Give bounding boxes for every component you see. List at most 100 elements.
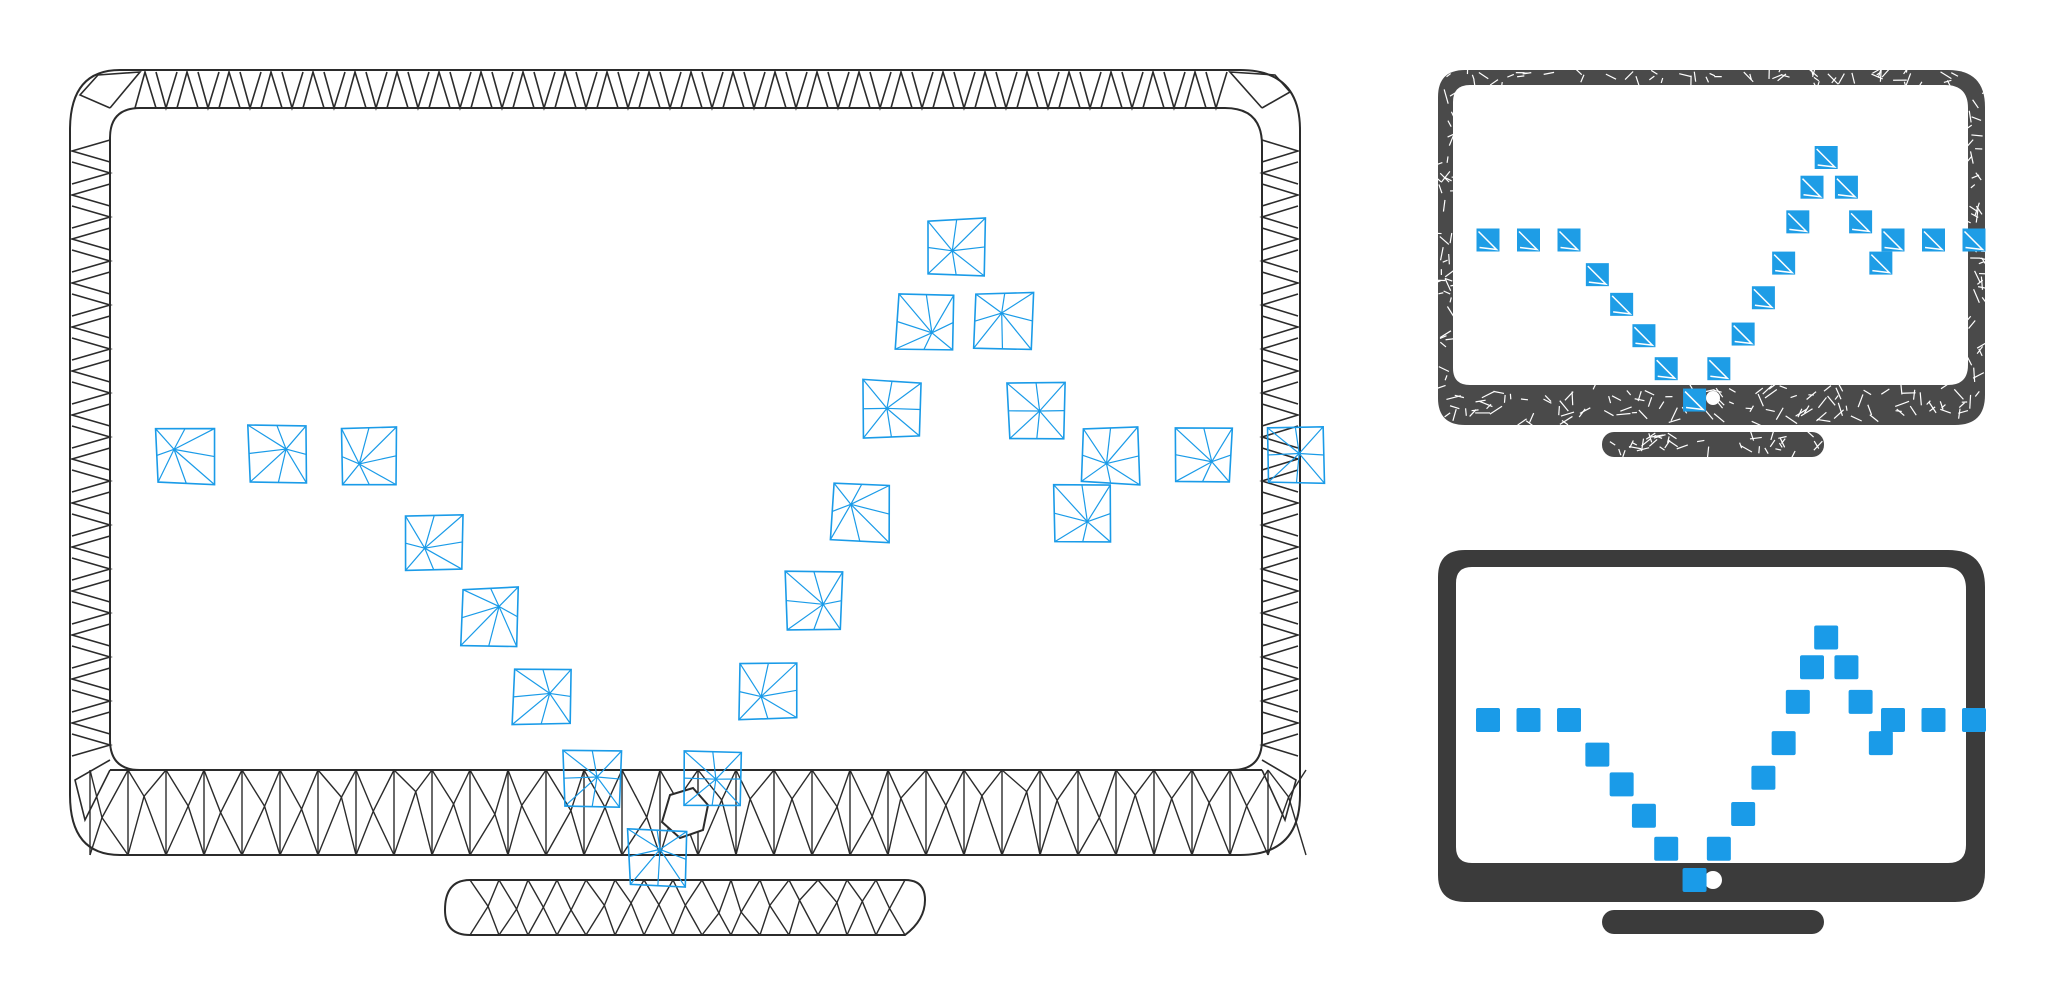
mesh-edge bbox=[621, 769, 648, 818]
pulse-dot bbox=[1266, 425, 1326, 485]
pulse-dot bbox=[154, 427, 216, 486]
mosaic-crack bbox=[1659, 446, 1665, 451]
mesh-edge bbox=[487, 906, 500, 936]
mesh-edge bbox=[730, 879, 742, 913]
mesh-edge bbox=[1163, 71, 1186, 111]
mesh-edge bbox=[187, 769, 205, 807]
mosaic-crack bbox=[1817, 397, 1827, 409]
mosaic-crack bbox=[1670, 407, 1678, 422]
mesh-edge bbox=[836, 879, 848, 903]
mesh-stand-triangulation bbox=[469, 879, 906, 936]
mosaic-crack bbox=[1975, 172, 1982, 181]
mesh-edge bbox=[721, 769, 737, 801]
mosaic-crack bbox=[1981, 297, 1989, 305]
mosaic-crack bbox=[1696, 439, 1705, 443]
mesh-edge bbox=[521, 769, 547, 806]
mosaic-crack bbox=[1660, 77, 1664, 84]
mosaic-crack bbox=[1439, 341, 1447, 348]
mosaic-crack bbox=[1813, 82, 1818, 90]
mosaic-crack bbox=[1481, 390, 1495, 399]
pulse-dot bbox=[1772, 251, 1796, 275]
mesh-edge bbox=[415, 769, 433, 793]
mesh-edge bbox=[658, 879, 674, 905]
mesh-edge bbox=[1259, 513, 1299, 537]
mesh-edge bbox=[1261, 359, 1301, 383]
mesh-edge bbox=[340, 769, 357, 798]
mesh-edge bbox=[1229, 805, 1248, 856]
pulse-dot bbox=[1922, 228, 1945, 252]
mesh-edge bbox=[1205, 71, 1228, 111]
mosaic-crack bbox=[1900, 384, 1903, 395]
mosaic-crack bbox=[1909, 405, 1917, 416]
mosaic-stand-cracks bbox=[1609, 427, 1823, 460]
mesh-edge bbox=[995, 71, 1018, 111]
pulse-dot bbox=[1786, 210, 1810, 234]
mosaic-crack bbox=[1443, 290, 1451, 295]
mosaic-crack bbox=[1939, 401, 1944, 410]
mesh-edge bbox=[355, 810, 374, 856]
mesh-edge bbox=[323, 71, 346, 111]
pulse-dot bbox=[1814, 625, 1839, 650]
mesh-edge bbox=[1001, 769, 1028, 793]
mosaic-crack bbox=[1928, 401, 1937, 414]
mesh-edge bbox=[527, 906, 544, 936]
mosaic-crack bbox=[1816, 81, 1820, 89]
pulse-dot bbox=[1609, 772, 1634, 797]
mesh-edge bbox=[658, 904, 674, 936]
mesh-edge bbox=[71, 601, 113, 625]
mesh-edge bbox=[836, 769, 851, 807]
mosaic-crack bbox=[1475, 399, 1486, 403]
mosaic-crack bbox=[1943, 79, 1952, 84]
mesh-edge bbox=[575, 71, 598, 111]
mosaic-crack bbox=[1981, 257, 1988, 266]
mosaic-crack bbox=[1790, 394, 1798, 399]
mesh-edge bbox=[78, 71, 142, 109]
mesh-edge bbox=[875, 908, 891, 936]
mosaic-crack bbox=[1976, 346, 1984, 355]
mosaic-crack bbox=[1963, 156, 1973, 166]
mesh-edge bbox=[101, 769, 129, 818]
mosaic-crack bbox=[1965, 354, 1973, 366]
pulse-dot bbox=[1771, 731, 1796, 756]
mosaic-crack bbox=[1667, 432, 1677, 440]
mesh-edge bbox=[1261, 535, 1301, 559]
mosaic-crack bbox=[1448, 253, 1450, 265]
pulse-dot bbox=[1585, 263, 1609, 287]
mosaic-crack bbox=[1800, 408, 1813, 417]
mesh-edge bbox=[836, 902, 848, 936]
mesh-edge bbox=[614, 879, 632, 904]
mosaic-crack bbox=[1666, 436, 1670, 443]
mosaic-crack bbox=[1522, 72, 1532, 75]
mosaic-crack bbox=[1977, 286, 1993, 291]
mesh-edge bbox=[1142, 69, 1165, 109]
mesh-edge bbox=[1056, 800, 1079, 856]
mosaic-crack bbox=[1709, 72, 1716, 77]
mesh-edge bbox=[791, 798, 813, 856]
mesh-edge bbox=[887, 798, 902, 856]
mesh-edge bbox=[785, 71, 808, 111]
mosaic-pulse-dots bbox=[1476, 146, 1986, 412]
mosaic-frame-cracks bbox=[1433, 61, 1994, 429]
mosaic-crack bbox=[1648, 75, 1655, 81]
flat-pulse-dots bbox=[1476, 625, 1986, 893]
mosaic-crack bbox=[1438, 292, 1444, 295]
mosaic-crack bbox=[1578, 408, 1586, 418]
mosaic-crack bbox=[1489, 405, 1503, 415]
mosaic-crack bbox=[1835, 387, 1842, 400]
mosaic-crack bbox=[1439, 247, 1444, 261]
mesh-edge bbox=[1098, 817, 1117, 856]
mesh-edge bbox=[428, 69, 451, 109]
pulse-dot bbox=[1881, 708, 1905, 732]
mesh-edge bbox=[69, 579, 111, 603]
mesh-edge bbox=[279, 769, 303, 810]
mosaic-crack bbox=[1743, 71, 1754, 83]
mesh-edge bbox=[974, 69, 997, 109]
mesh-edge bbox=[1098, 769, 1117, 818]
mosaic-crack bbox=[1978, 261, 1985, 265]
mosaic-crack bbox=[1960, 217, 1971, 224]
mosaic-crack bbox=[1919, 392, 1922, 406]
mosaic-crack bbox=[1972, 99, 1979, 109]
mosaic-crack bbox=[1573, 66, 1583, 76]
mesh-edge bbox=[697, 799, 723, 856]
pulse-dot bbox=[1516, 708, 1541, 732]
